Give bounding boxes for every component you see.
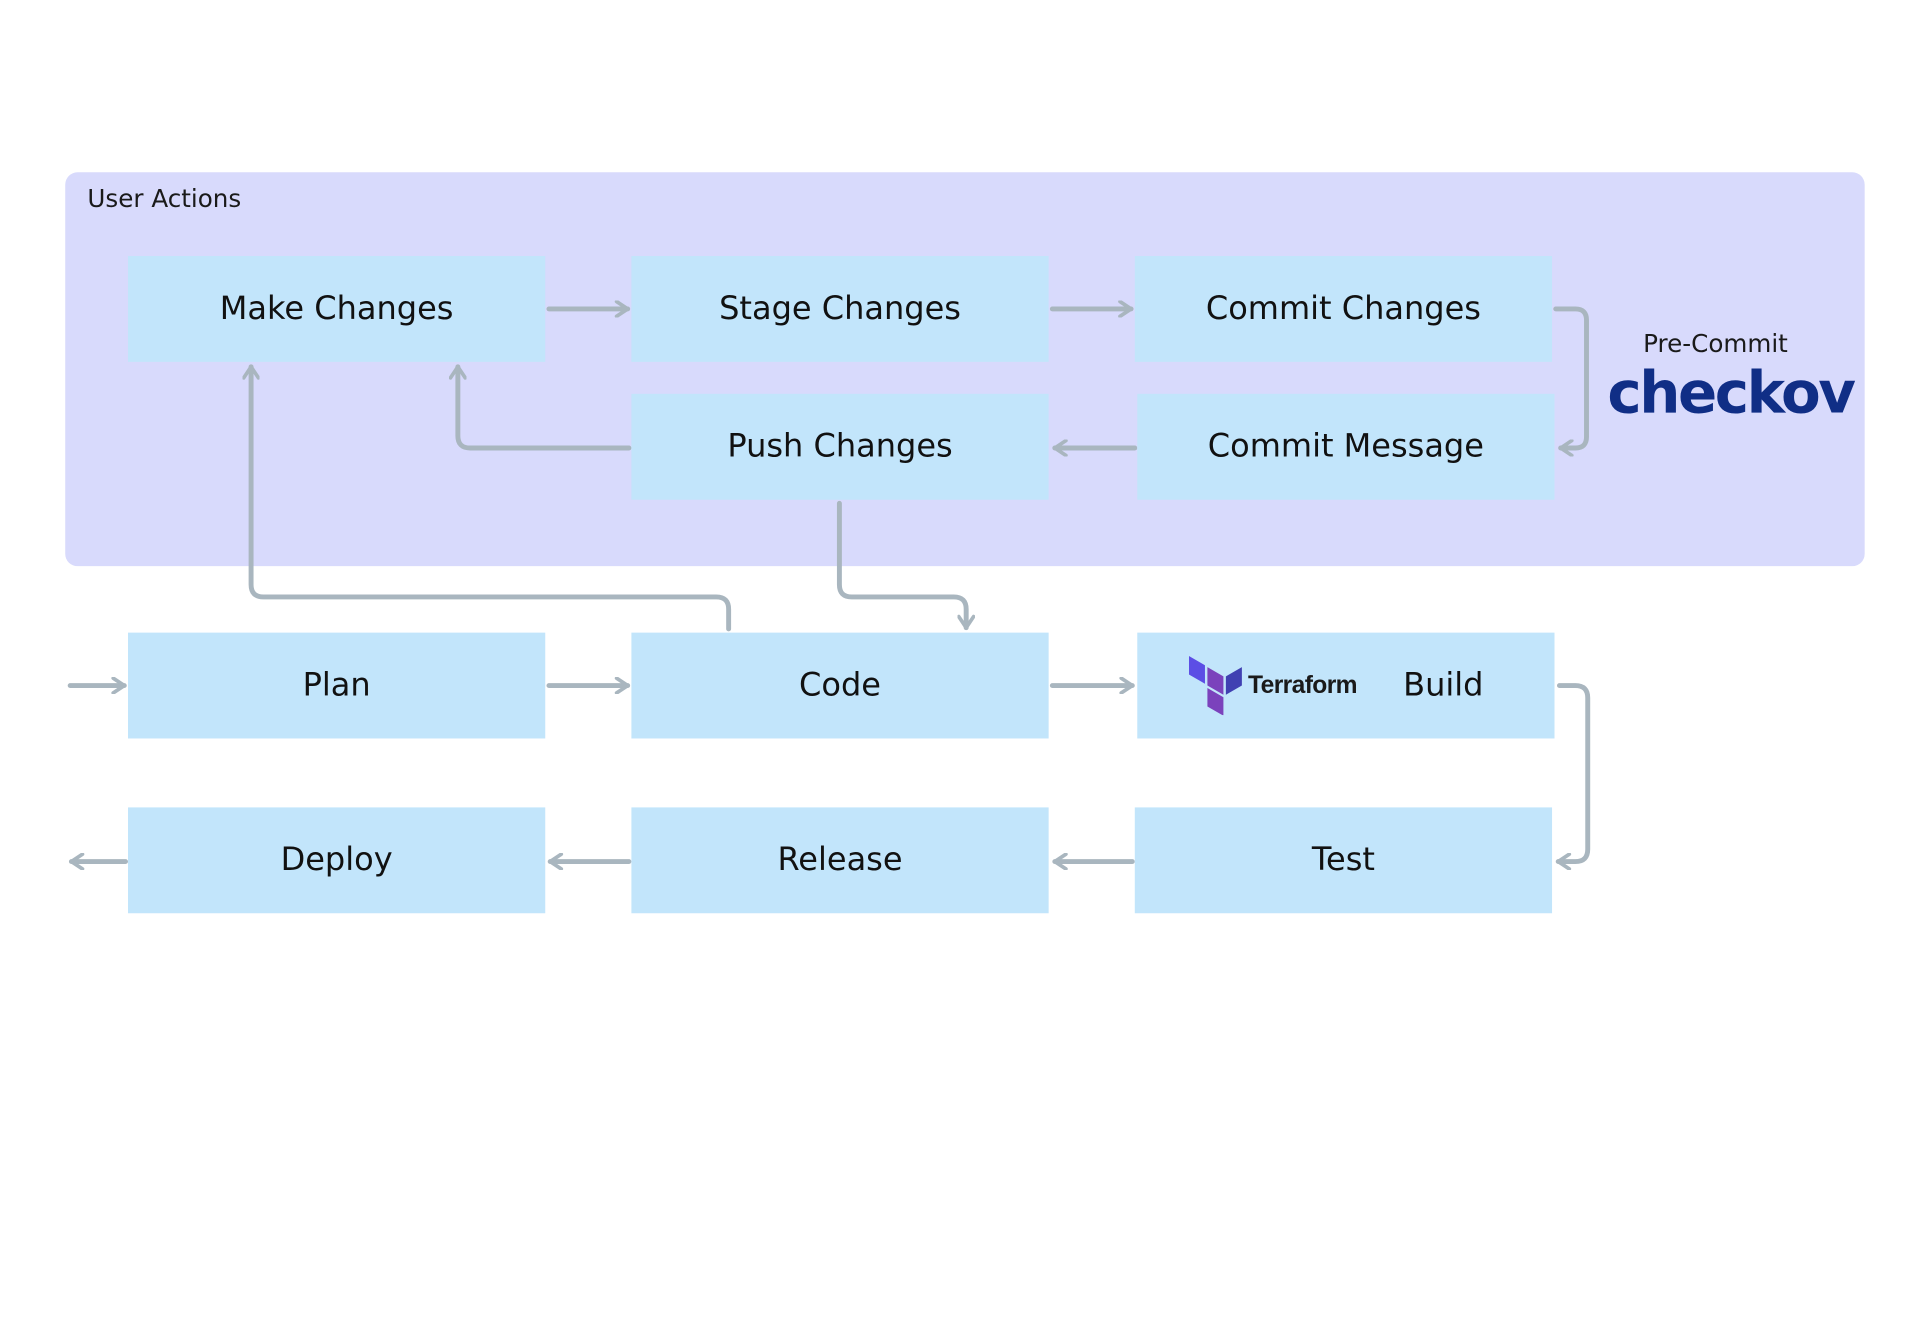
edge-build-to-test (1555, 683, 1591, 862)
node-release-label: Release (777, 841, 903, 879)
node-code: Code (631, 632, 1049, 739)
edge-push-to-make (458, 364, 632, 451)
node-push-changes: Push Changes (631, 393, 1049, 500)
edges-layer (67, 0, 1591, 1083)
node-test: Test (1134, 807, 1553, 914)
node-commit-message: Commit Message (1137, 393, 1555, 500)
node-plan-label: Plan (302, 667, 371, 705)
node-deploy-label: Deploy (280, 841, 393, 879)
node-deploy: Deploy (128, 807, 546, 914)
node-release: Release (631, 807, 1049, 914)
terraform-logo: Terraform (1188, 656, 1358, 716)
user-actions-group (65, 172, 1865, 567)
node-commit-changes: Commit Changes (1134, 256, 1553, 362)
terraform-wordmark: Terraform (1248, 671, 1358, 699)
node-push-changes-label: Push Changes (727, 428, 953, 466)
checkov-logo: checkov (1607, 359, 1856, 428)
node-stage-changes: Stage Changes (631, 256, 1049, 362)
node-plan: Plan (128, 632, 546, 739)
node-test-label: Test (1311, 841, 1375, 879)
node-build: Terraform Build (1137, 632, 1555, 739)
node-make-changes-label: Make Changes (219, 290, 454, 328)
node-stage-changes-label: Stage Changes (719, 290, 961, 328)
edge-push-to-code (836, 500, 966, 631)
node-build-label: Build (1403, 667, 1484, 705)
node-make-changes: Make Changes (128, 256, 546, 362)
precommit-label: Pre-Commit (1643, 328, 1788, 359)
edge-code-to-make (251, 364, 732, 632)
edge-commit-to-message (1553, 306, 1589, 448)
node-commit-message-label: Commit Message (1207, 428, 1484, 466)
node-commit-changes-label: Commit Changes (1205, 290, 1481, 328)
node-code-label: Code (799, 667, 881, 705)
terraform-icon (1188, 656, 1242, 716)
user-actions-label: User Actions (87, 183, 242, 213)
